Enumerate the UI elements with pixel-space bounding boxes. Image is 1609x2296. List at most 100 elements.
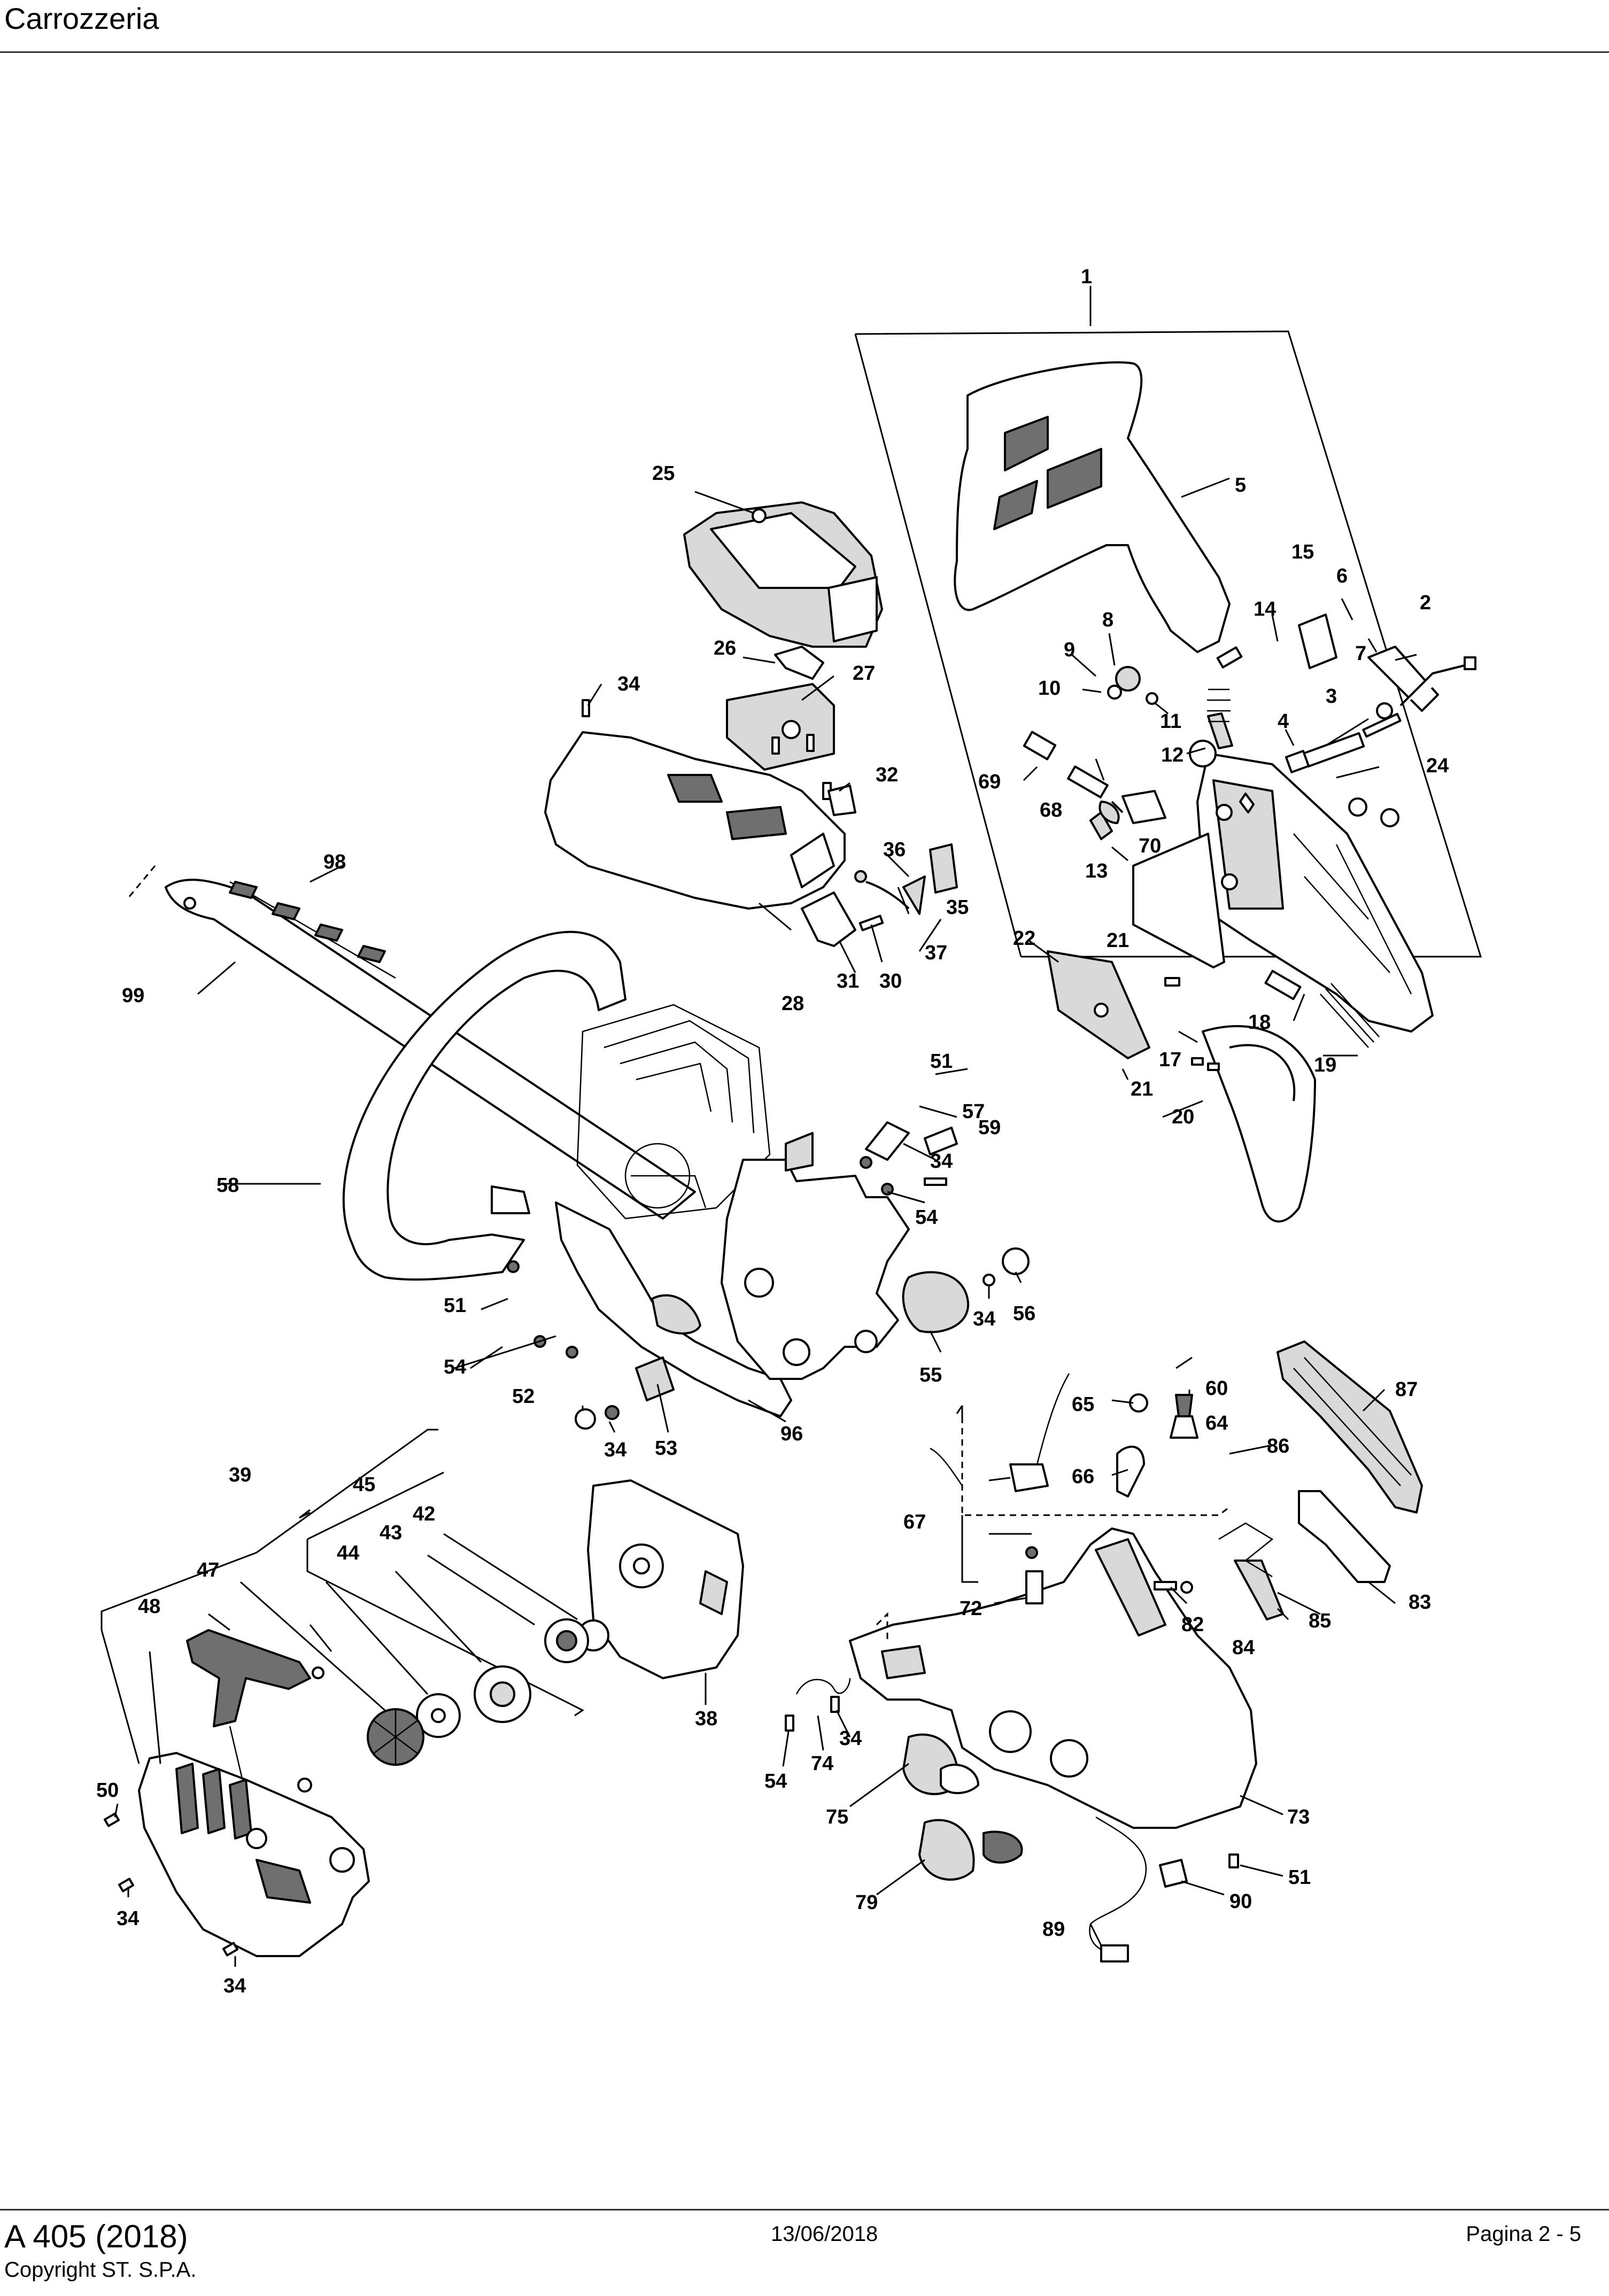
callout-11: 11 [1160,710,1181,733]
throttle-lever-parts [582,699,958,947]
clutch-cover-part [1196,753,1434,1033]
callout-52: 52 [512,1385,535,1408]
crankcase-part [555,1132,910,1417]
callout-53: 53 [655,1437,677,1460]
callout-5: 5 [1235,474,1246,497]
callout-4: 4 [1278,710,1289,733]
starter-cover-part [138,1752,370,1957]
saw-chain-part [229,881,396,979]
callout-10: 10 [1038,677,1061,700]
callout-34: 34 [839,1727,862,1750]
callout-1: 1 [1081,266,1092,288]
callout-8: 8 [1102,609,1113,631]
callout-51: 51 [930,1050,953,1073]
fuel-pickup-parts [930,1373,1198,1604]
callout-34: 34 [973,1308,995,1330]
callout-90: 90 [1229,1890,1252,1913]
callout-22: 22 [1013,927,1035,950]
callout-51: 51 [444,1294,466,1317]
model-designation: A 405 (2018) [4,2219,188,2254]
callout-51: 51 [1288,1866,1311,1889]
callout-3: 3 [1326,685,1337,708]
callout-84: 84 [1232,1636,1255,1659]
callout-96: 96 [780,1423,803,1445]
callout-58: 58 [216,1174,239,1197]
callout-79: 79 [855,1891,878,1914]
copyright-notice: Copyright ST. S.P.A. [4,2258,197,2282]
callout-68: 68 [1040,799,1062,821]
group-1-outline [854,286,1482,958]
cylinder-cover-part [544,731,846,910]
callout-65: 65 [1072,1393,1094,1416]
callout-69: 69 [978,771,1001,793]
callout-30: 30 [879,970,902,992]
callout-45: 45 [353,1473,375,1496]
callout-86: 86 [1267,1435,1289,1457]
chain-brake-small-parts [1023,614,1476,1223]
callout-47: 47 [197,1559,219,1581]
callout-9: 9 [1064,639,1075,661]
callout-13: 13 [1085,860,1108,882]
callout-55: 55 [919,1364,942,1386]
callout-7: 7 [1355,642,1366,665]
throttle-trigger-parts [1154,1340,1423,1620]
callout-43: 43 [380,1522,402,1544]
callout-98: 98 [323,851,346,873]
callout-89: 89 [1042,1918,1065,1941]
starter-group-outline [100,1429,584,1764]
callout-19: 19 [1314,1054,1336,1076]
fan-housing-part [587,1479,744,1679]
callout-70: 70 [1139,835,1161,857]
antivibration-parts [507,1121,1030,1430]
callout-82: 82 [1181,1614,1204,1636]
callout-87: 87 [1395,1378,1418,1401]
callout-21: 21 [1107,929,1129,952]
callout-34: 34 [930,1150,953,1173]
front-handle-part [342,930,626,1281]
callout-12: 12 [1161,744,1183,766]
callout-27: 27 [853,662,875,685]
callout-24: 24 [1426,755,1449,777]
callout-72: 72 [960,1597,982,1620]
callout-26: 26 [714,637,736,660]
callout-39: 39 [229,1464,251,1486]
callout-42: 42 [413,1503,435,1525]
top-cover-part [683,501,883,648]
callout-36: 36 [883,839,906,861]
callout-6: 6 [1336,565,1348,587]
rear-handle-tank-part [849,1527,1257,1829]
callout-44: 44 [337,1542,359,1564]
air-filter-parts [726,646,835,771]
callout-48: 48 [138,1595,160,1618]
callout-35: 35 [946,896,969,919]
callout-20: 20 [1172,1106,1194,1128]
fuel-tank-group-outline [956,1405,1230,1516]
callout-50: 50 [96,1779,119,1802]
callout-34: 34 [117,1907,139,1930]
callout-34: 34 [604,1439,626,1461]
callout-59: 59 [978,1116,1001,1139]
callout-25: 25 [652,462,675,485]
callout-31: 31 [837,970,859,992]
callout-34: 34 [223,1975,246,1997]
footer-rule [0,2209,1609,2210]
callout-28: 28 [782,992,804,1015]
callout-56: 56 [1013,1302,1035,1325]
callout-54: 54 [444,1356,466,1378]
callout-60: 60 [1205,1377,1228,1400]
callout-15: 15 [1291,541,1314,563]
tank-bracket-parts [785,1612,888,1732]
callout-85: 85 [1309,1610,1331,1632]
callout-leaders [114,477,1417,1967]
header-rule [0,51,1609,53]
callout-99: 99 [122,984,144,1007]
page-number: Pagina 2 - 5 [1466,2222,1581,2246]
footer-left: A 405 (2018) Copyright ST. S.P.A. [4,2217,196,2283]
callout-64: 64 [1205,1412,1228,1434]
callout-67: 67 [903,1511,926,1533]
callout-83: 83 [1409,1591,1431,1614]
callout-14: 14 [1254,598,1276,620]
callout-17: 17 [1159,1049,1181,1071]
callout-75: 75 [826,1806,848,1828]
